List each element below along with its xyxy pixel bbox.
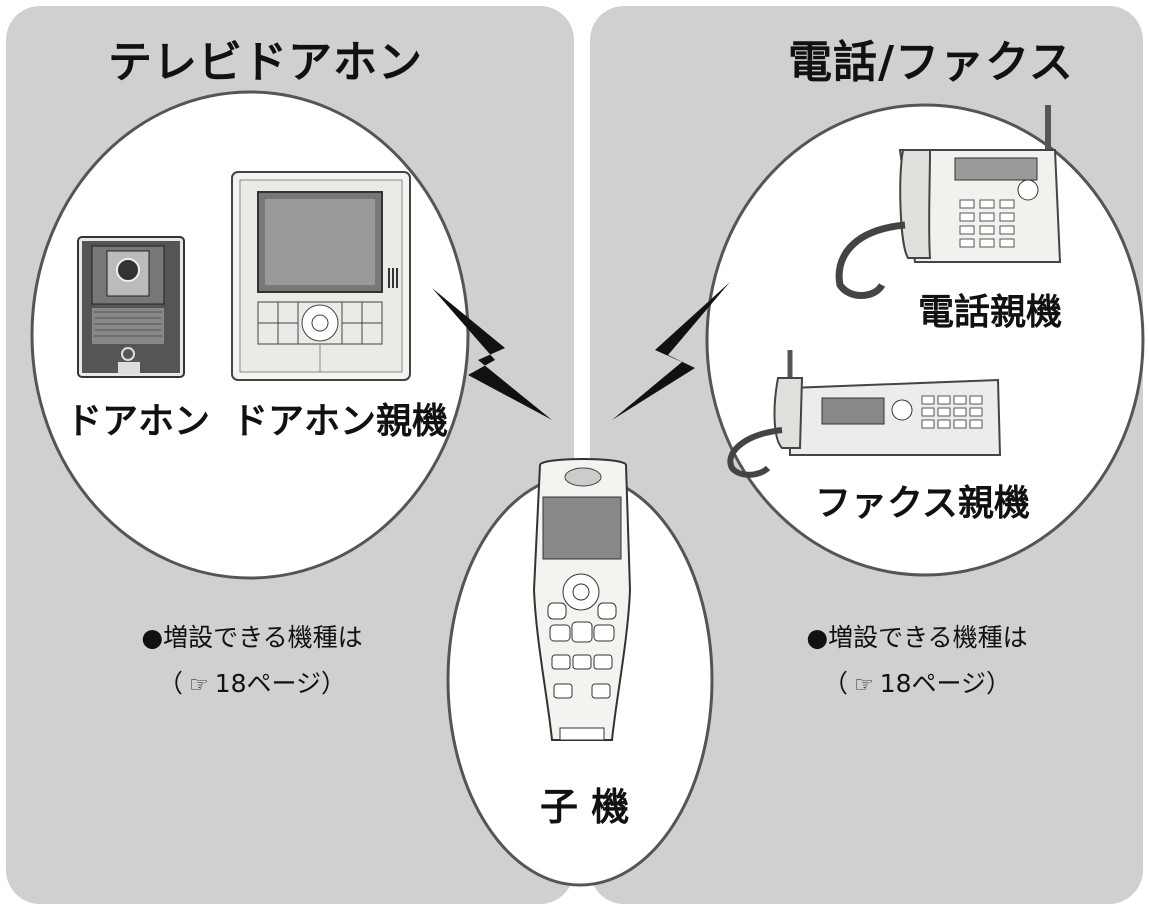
reference-hand-icon: ☞: [853, 673, 874, 698]
right-expansion-note: ●増設できる機種は （☞18ページ）: [777, 618, 1057, 700]
left-note-close-paren: ）: [321, 669, 347, 698]
phone-base-label: 電話親機: [918, 292, 1063, 333]
right-note-page-ref: 18ページ: [879, 669, 987, 698]
doorphone-camera-icon: [77, 236, 185, 378]
left-expansion-note: ●増設できる機種は （☞18ページ）: [112, 618, 392, 700]
fax-machine-icon: [727, 350, 1002, 478]
right-note-close-paren: ）: [986, 669, 1012, 698]
right-note-open-paren: （: [822, 669, 848, 698]
right-note-line1: ●増設できる機種は: [806, 623, 1028, 652]
phone-fax-title: 電話/ファクス: [788, 37, 1074, 88]
desk-phone-icon: [835, 105, 1062, 299]
reference-hand-icon: ☞: [188, 673, 209, 698]
cordless-handset-icon: [532, 458, 632, 741]
doorphone-base-label: ドアホン親機: [232, 401, 449, 442]
tv-doorphone-title: テレビドアホン: [108, 37, 423, 88]
left-lightning-bolt: [432, 288, 552, 420]
left-note-open-paren: （: [157, 669, 183, 698]
left-note-line1: ●増設できる機種は: [141, 623, 363, 652]
doorphone-label: ドアホン: [66, 401, 211, 442]
right-lightning-bolt: [612, 282, 730, 420]
left-note-line2: （☞18ページ）: [112, 664, 392, 700]
doorphone-base-monitor-icon: [231, 171, 411, 381]
fax-base-label: ファクス親機: [815, 483, 1030, 524]
left-note-page-ref: 18ページ: [214, 669, 322, 698]
right-note-line2: （☞18ページ）: [777, 664, 1057, 700]
handset-label: 子 機: [540, 785, 630, 829]
